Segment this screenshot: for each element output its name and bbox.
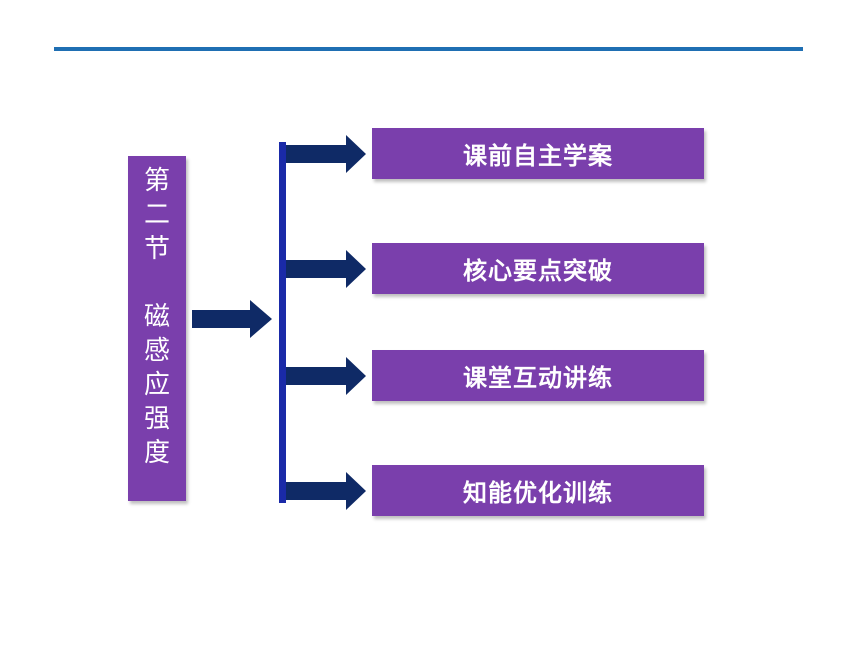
section-number: 第二节 [143, 166, 170, 264]
section-title-box[interactable]: 第二节 磁感应强度 [128, 156, 186, 501]
branch-arrow-icon-2 [286, 250, 366, 288]
main-arrow-icon [192, 300, 272, 338]
branch-arrow-icon-1 [286, 135, 366, 173]
section-topic-wrap: 磁感应强度 [128, 300, 186, 470]
section-number-wrap: 第二节 [128, 164, 186, 266]
branch-arrow-icon-3 [286, 357, 366, 395]
branch-arrow-icon-4 [286, 472, 366, 510]
top-rule [54, 47, 803, 51]
menu-item-class-practice[interactable]: 课堂互动讲练 [372, 350, 704, 401]
menu-item-optimize-training[interactable]: 知能优化训练 [372, 465, 704, 516]
branch-bracket [279, 142, 286, 503]
section-topic: 磁感应强度 [143, 302, 170, 468]
menu-item-preview-study[interactable]: 课前自主学案 [372, 128, 704, 179]
menu-item-key-points[interactable]: 核心要点突破 [372, 243, 704, 294]
